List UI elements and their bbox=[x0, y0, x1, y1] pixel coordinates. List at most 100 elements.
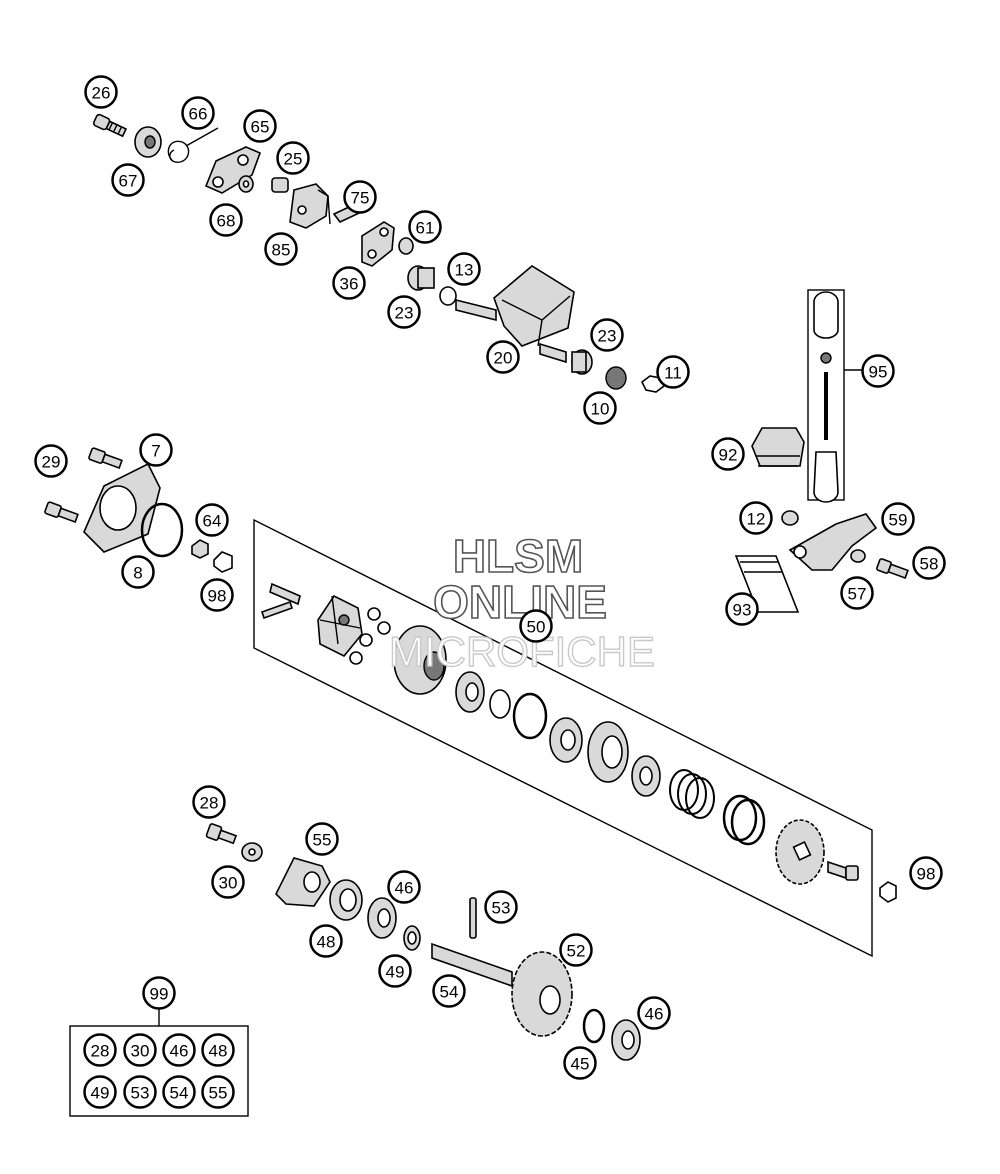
callout-c53a-label: 53 bbox=[492, 899, 511, 918]
watermark-line2: ONLINE bbox=[433, 576, 607, 628]
callout-c99: 99 bbox=[142, 976, 176, 1010]
callout-c49a-circle bbox=[378, 954, 412, 988]
callout-c66-label: 66 bbox=[189, 105, 208, 124]
callout-c64: 64 bbox=[195, 503, 229, 537]
callout-c20-label: 20 bbox=[494, 349, 513, 368]
callout-c25-circle bbox=[276, 141, 310, 175]
callout-c52-label: 52 bbox=[567, 942, 586, 961]
kit-99-item-49-circle bbox=[83, 1075, 117, 1109]
callout-c12-circle bbox=[739, 501, 773, 535]
watermark: HLSM ONLINE MICROFICHE bbox=[388, 529, 655, 676]
callout-c29: 29 bbox=[34, 444, 68, 478]
callout-c10-circle bbox=[583, 391, 617, 425]
callout-c45: 45 bbox=[563, 1046, 597, 1080]
callout-c45-label: 45 bbox=[571, 1055, 590, 1074]
callout-c65: 65 bbox=[243, 109, 277, 143]
callout-c98b: 98 bbox=[909, 856, 943, 890]
callout-c48a: 48 bbox=[309, 924, 343, 958]
callout-c46b-circle bbox=[637, 996, 671, 1030]
callout-c11-label: 11 bbox=[664, 364, 682, 383]
callout-c10: 10 bbox=[583, 391, 617, 425]
callout-c26a-label: 26 bbox=[92, 84, 111, 103]
callout-c85-label: 85 bbox=[272, 241, 291, 260]
callout-c93-circle bbox=[725, 592, 759, 626]
callout-c64-label: 64 bbox=[203, 512, 222, 531]
callout-c53a: 53 bbox=[484, 890, 518, 924]
callout-c30a-circle bbox=[211, 865, 245, 899]
callout-c67-label: 67 bbox=[119, 172, 138, 191]
callout-c25: 25 bbox=[276, 141, 310, 175]
callout-c92-circle bbox=[711, 437, 745, 471]
callout-c58: 58 bbox=[912, 546, 946, 580]
callout-c29-circle bbox=[34, 444, 68, 478]
callout-c7-circle bbox=[139, 433, 173, 467]
kit-99-item-30-circle bbox=[123, 1033, 157, 1067]
callout-c7-label: 7 bbox=[151, 442, 160, 461]
callout-c8: 8 bbox=[121, 555, 155, 589]
callout-c75-circle bbox=[343, 180, 377, 214]
callout-c98b-label: 98 bbox=[917, 865, 936, 884]
callout-c13-circle bbox=[447, 252, 481, 286]
callout-c11: 11 bbox=[656, 355, 690, 389]
callout-c23b-circle bbox=[590, 318, 624, 352]
callout-c59-label: 59 bbox=[889, 511, 908, 530]
callout-c28a-circle bbox=[192, 785, 226, 819]
callout-c36-label: 36 bbox=[340, 275, 359, 294]
kit-99-item-49-label: 49 bbox=[91, 1084, 110, 1103]
callout-c57-circle bbox=[840, 576, 874, 610]
callout-c98a-label: 98 bbox=[208, 587, 227, 606]
watermark-line1: HLSM bbox=[453, 530, 583, 582]
kit-99-item-53-label: 53 bbox=[131, 1084, 150, 1103]
callout-c8-label: 8 bbox=[133, 564, 142, 583]
callout-c93-label: 93 bbox=[733, 601, 752, 620]
callout-c54a: 54 bbox=[432, 974, 466, 1008]
callout-c54a-label: 54 bbox=[440, 983, 459, 1002]
callout-c61-label: 61 bbox=[416, 219, 435, 238]
exhaust-control-linkage bbox=[92, 113, 666, 393]
callout-c93: 93 bbox=[725, 592, 759, 626]
kit-99-item-46: 46 bbox=[162, 1033, 196, 1067]
kit-99-item-48-circle bbox=[201, 1033, 235, 1067]
callout-c99-circle bbox=[142, 976, 176, 1010]
callout-c75-label: 75 bbox=[351, 189, 370, 208]
callout-c28a: 28 bbox=[192, 785, 226, 819]
callout-c46b: 46 bbox=[637, 996, 671, 1030]
callout-c52: 52 bbox=[559, 933, 593, 967]
adjuster-group bbox=[734, 289, 909, 613]
kit-99-item-28: 28 bbox=[83, 1033, 117, 1067]
kit-99-item-48: 48 bbox=[201, 1033, 235, 1067]
callout-c65-circle bbox=[243, 109, 277, 143]
callout-c13: 13 bbox=[447, 252, 481, 286]
callout-c95-label: 95 bbox=[869, 363, 888, 382]
callout-c95: 95 bbox=[861, 354, 895, 388]
callout-c46a-label: 46 bbox=[395, 879, 414, 898]
callout-c67: 67 bbox=[111, 163, 145, 197]
callout-c98a-circle bbox=[200, 578, 234, 612]
callout-c98b-circle bbox=[909, 856, 943, 890]
callout-c68: 68 bbox=[209, 203, 243, 237]
kit-99-item-49: 49 bbox=[83, 1075, 117, 1109]
callout-c30a: 30 bbox=[211, 865, 245, 899]
callout-c8-circle bbox=[121, 555, 155, 589]
kit-99-item-55-circle bbox=[201, 1075, 235, 1109]
callout-c7: 7 bbox=[139, 433, 173, 467]
kit-99-item-55: 55 bbox=[201, 1075, 235, 1109]
callout-c99-label: 99 bbox=[150, 985, 169, 1004]
callout-c55a: 55 bbox=[305, 822, 339, 856]
callout-c23b: 23 bbox=[590, 318, 624, 352]
kit-99-item-48-label: 48 bbox=[209, 1042, 228, 1061]
callout-c28a-label: 28 bbox=[200, 794, 219, 813]
callout-c50-circle bbox=[519, 609, 553, 643]
callout-c12-label: 12 bbox=[747, 510, 766, 529]
kit-99-item-46-label: 46 bbox=[170, 1042, 189, 1061]
kit-99-item-30: 30 bbox=[123, 1033, 157, 1067]
callout-c95-circle bbox=[861, 354, 895, 388]
kit-99-item-53: 53 bbox=[123, 1075, 157, 1109]
callout-c13-label: 13 bbox=[455, 261, 474, 280]
callout-c48a-label: 48 bbox=[317, 933, 336, 952]
callout-c59: 59 bbox=[881, 502, 915, 536]
callout-c55a-circle bbox=[305, 822, 339, 856]
callout-c50-label: 50 bbox=[527, 618, 546, 637]
